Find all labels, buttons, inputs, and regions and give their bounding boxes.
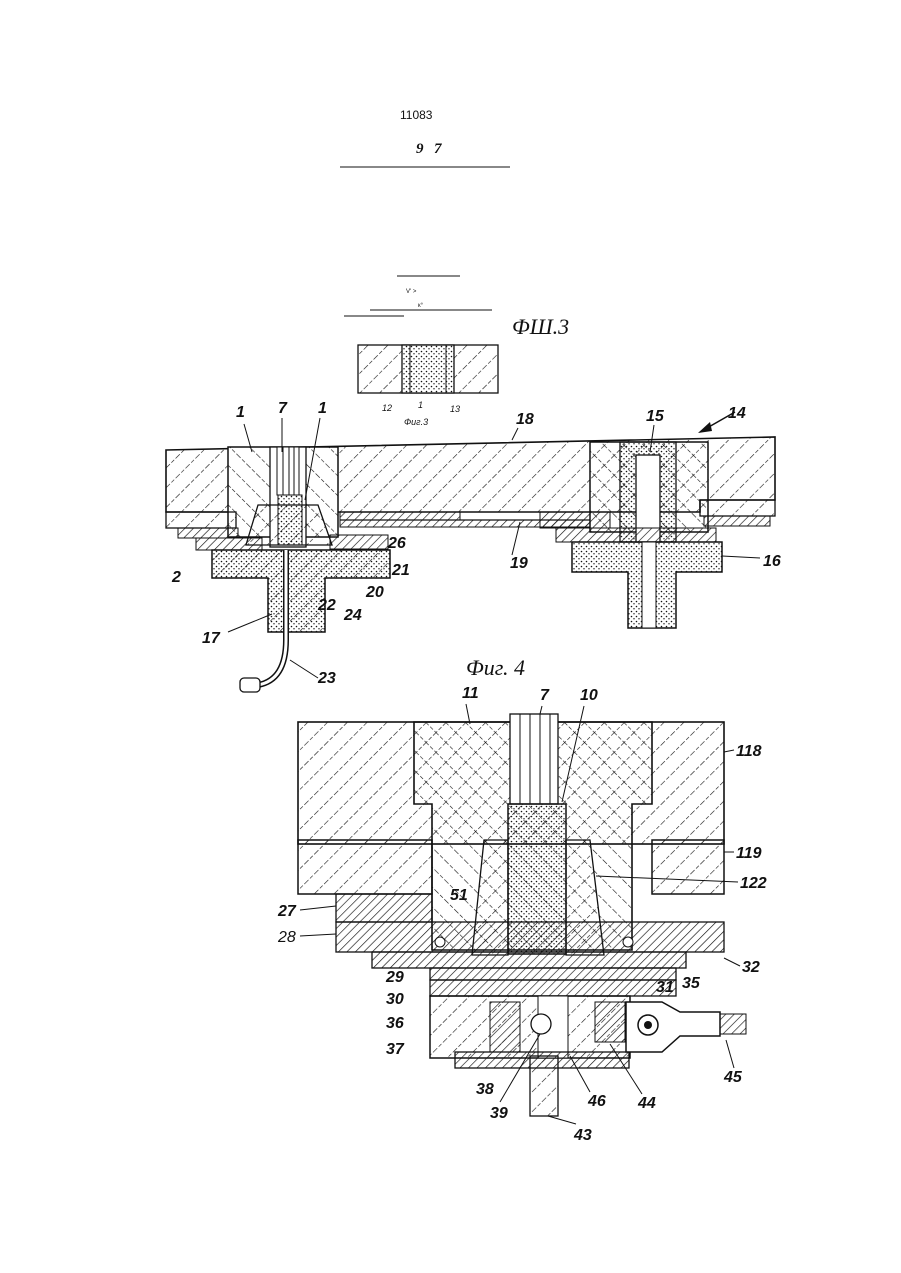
fig4-label-119: 119 (736, 845, 762, 862)
fig3-label-1a: 1 (236, 404, 245, 421)
fig3-label-18: 18 (516, 411, 534, 428)
fig4-label-45: 45 (723, 1069, 743, 1086)
fig3-label-20: 20 (365, 584, 384, 601)
fig4-label-46: 46 (587, 1093, 606, 1110)
fig3-label-13: 13 (450, 404, 460, 414)
fig4-label-29: 29 (385, 969, 404, 986)
fig4-label-35: 35 (682, 975, 701, 992)
fig3-label-23: 23 (317, 670, 336, 687)
fig4-label-122: 122 (740, 875, 767, 892)
fig4-label-32: 32 (742, 959, 760, 976)
fig3-label-16: 16 (763, 553, 781, 570)
fig3-sub-caption: Фиг.3 (404, 417, 428, 427)
fig3-fragment (358, 345, 498, 393)
fig3-label-12: 12 (382, 403, 392, 413)
fig4-label-27: 27 (277, 903, 297, 920)
fig3-label-1b: 1 (318, 400, 327, 417)
fig4-drawing (298, 714, 746, 1116)
fig4-label-51: 51 (450, 887, 468, 904)
fig4-label-118: 118 (736, 743, 762, 760)
fig4-label-30: 30 (386, 991, 404, 1008)
fig4-label-11: 11 (462, 685, 479, 702)
fig3-label-2: 2 (171, 569, 181, 586)
fig3-label-19: 19 (510, 555, 528, 572)
fig4-label-38: 38 (476, 1081, 494, 1098)
fig4-label-28: 28 (277, 929, 296, 946)
fig3-label-22: 22 (317, 597, 336, 614)
fig4-label-7: 7 (540, 687, 550, 704)
fig4-label-39: 39 (490, 1105, 508, 1122)
fig4-label-44: 44 (637, 1095, 656, 1112)
fig3-label-1c: 1 (418, 400, 423, 410)
fig3-label-26: 26 (387, 535, 406, 552)
fig3-label-24: 24 (343, 607, 362, 624)
fig3-drawing (166, 412, 775, 692)
fig3-label-7: 7 (278, 400, 288, 417)
fig4-label-10: 10 (580, 687, 598, 704)
fig4-label-36: 36 (386, 1015, 404, 1032)
fig4-label-43: 43 (573, 1127, 592, 1144)
fig3-label-17: 17 (202, 630, 221, 647)
fig4-label-37: 37 (386, 1041, 405, 1058)
fig3-label-14: 14 (728, 405, 746, 422)
fig3-label-21: 21 (391, 562, 410, 579)
fig3-label-15: 15 (646, 408, 665, 425)
fig4-label-31: 31 (656, 979, 674, 996)
